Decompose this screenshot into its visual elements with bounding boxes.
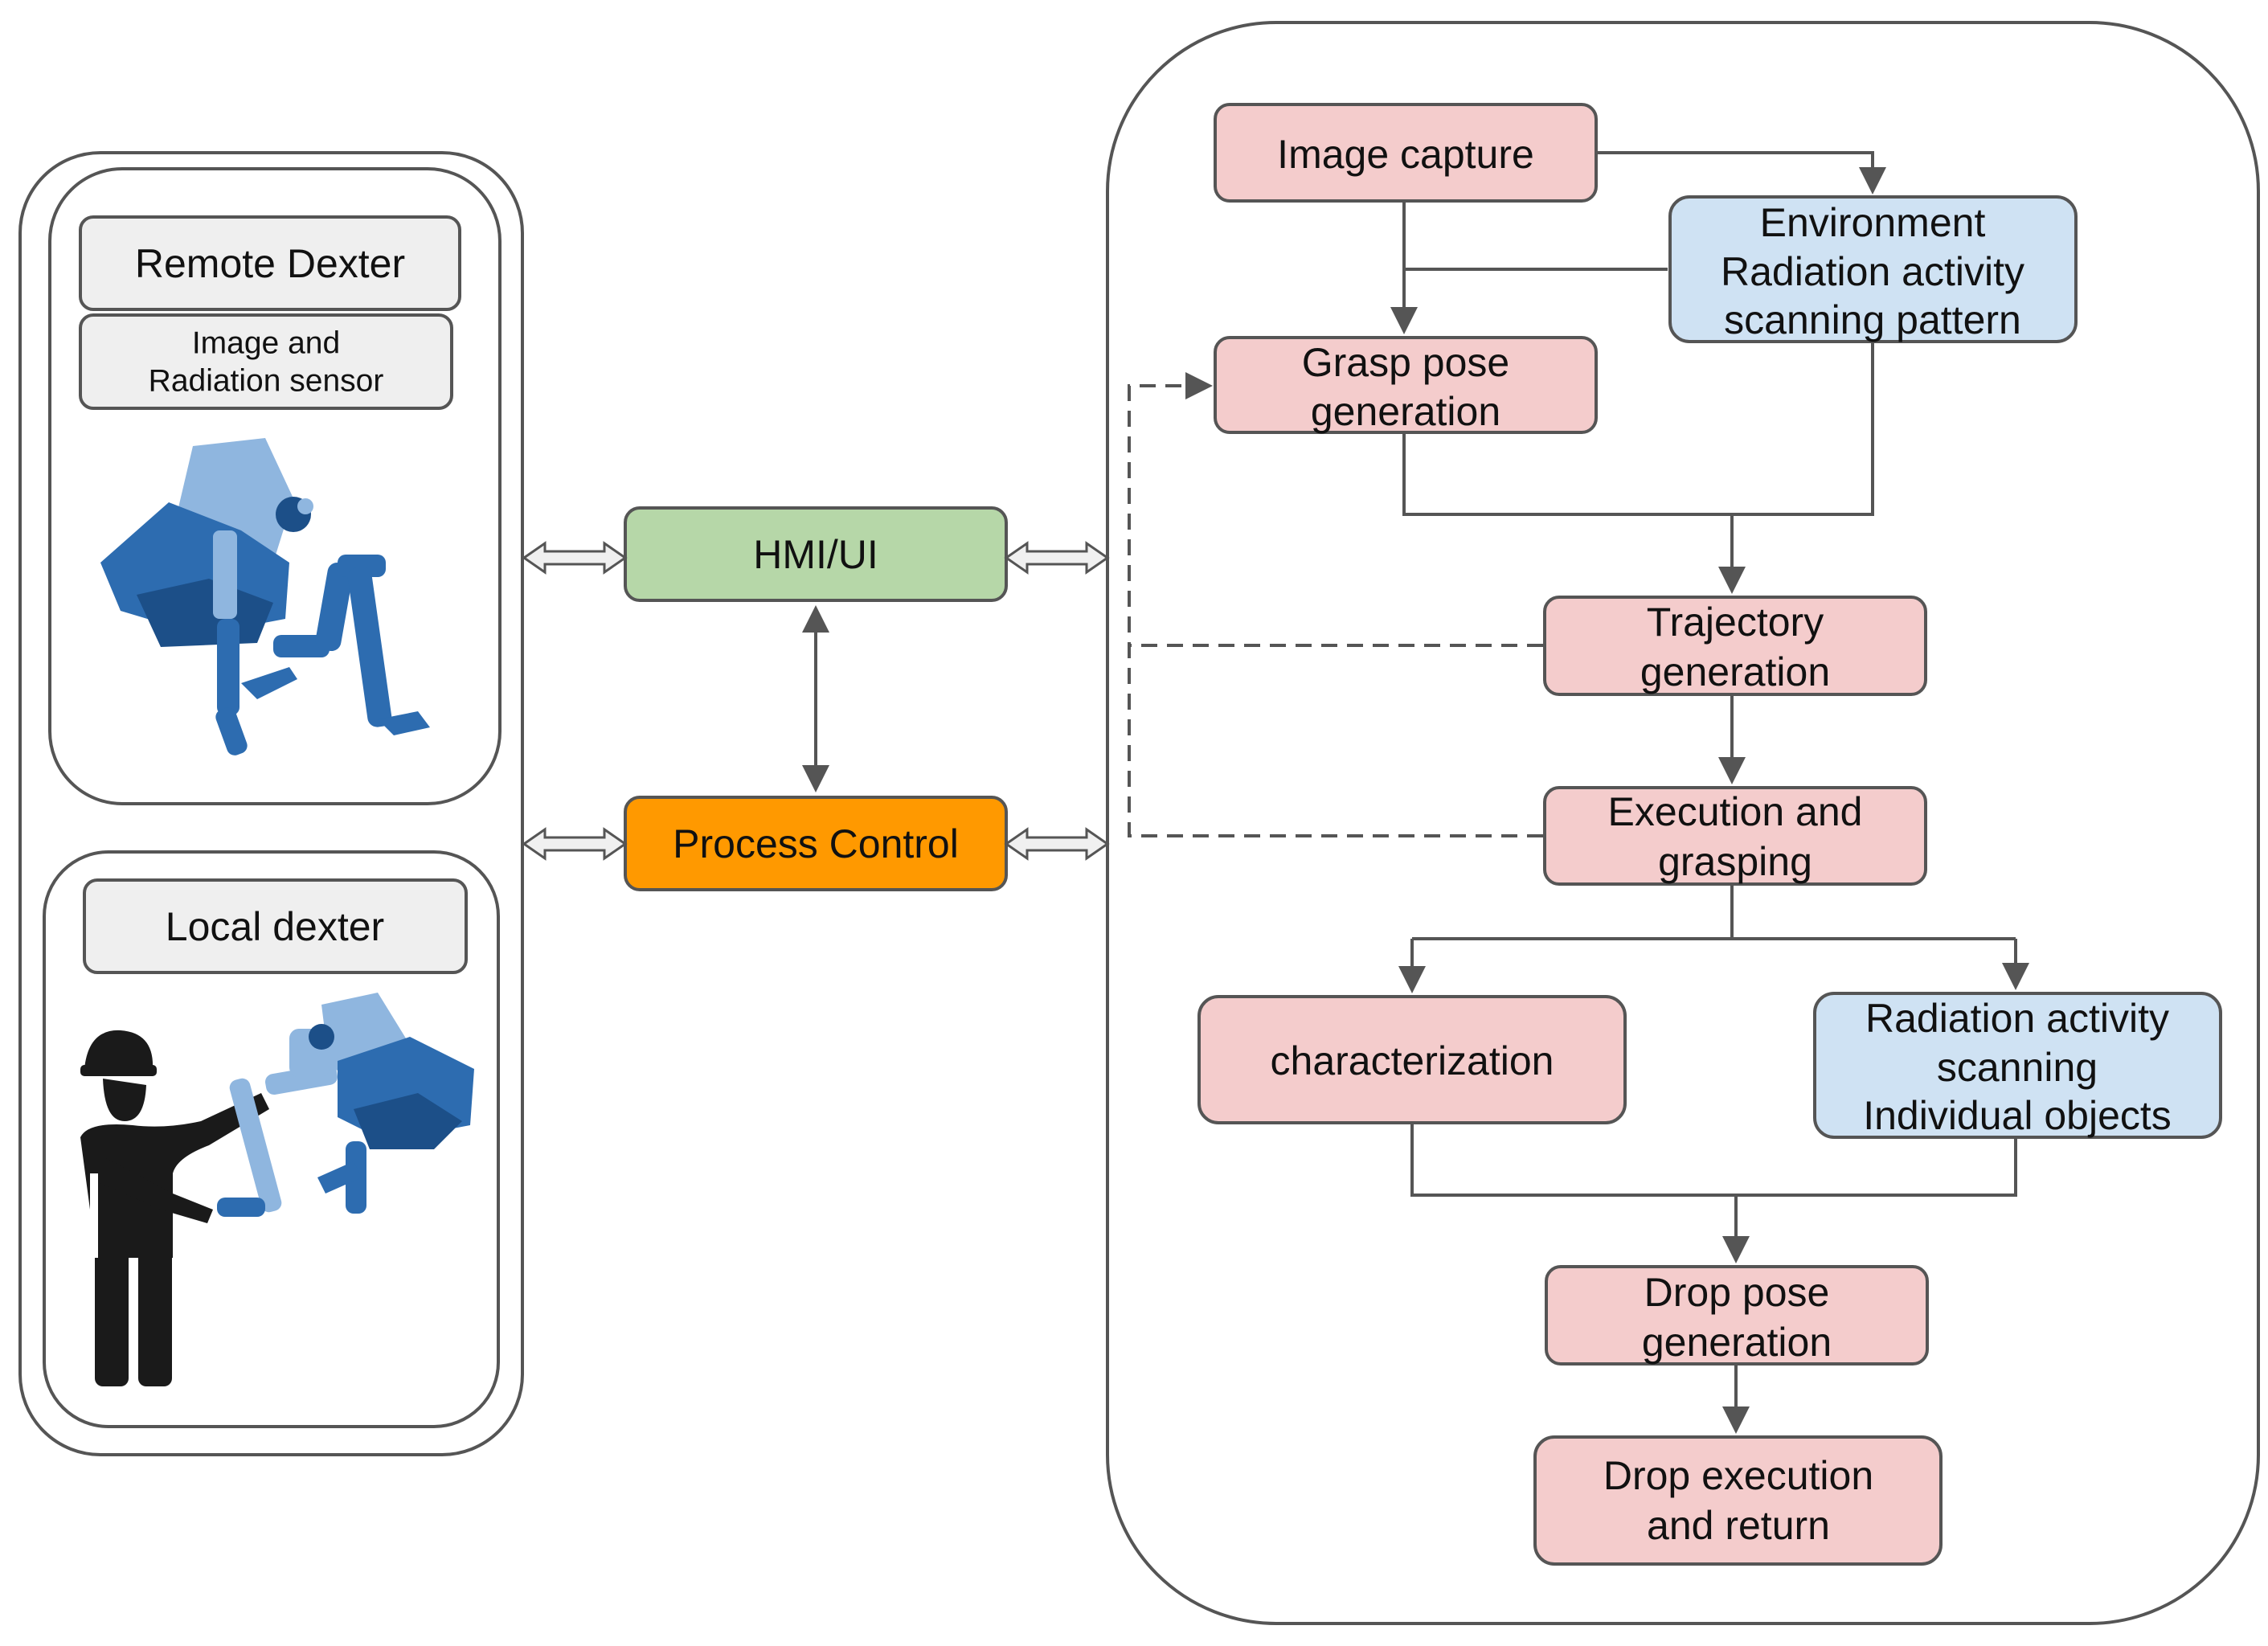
execution-grasping-box [1543, 786, 1927, 886]
execution-label-line1: Execution and [1608, 789, 1863, 834]
environment-label-line1: Environment [1760, 200, 1986, 245]
grasp-pose-label-line2: generation [1311, 389, 1500, 434]
remote-dexter-title: Remote Dexter [135, 241, 405, 286]
drop-pose-box [1545, 1265, 1929, 1366]
trajectory-box [1543, 596, 1927, 696]
workflow-connectors [1390, 151, 2029, 1434]
remote-robot-icon [100, 438, 430, 755]
environment-label-line2: Radiation activity [1721, 249, 2024, 294]
hmi-ui-label: HMI/UI [753, 532, 878, 577]
grasp-pose-label-line1: Grasp pose [1302, 340, 1509, 385]
radiation-objects-label-line1: Radiation activity [1865, 996, 2169, 1041]
sensor-label-line1: Image and [192, 326, 340, 361]
process-control-label: Process Control [673, 821, 959, 866]
environment-label-line3: scanning pattern [1724, 297, 2021, 342]
local-dexter-title: Local dexter [166, 904, 384, 949]
local-robot-icon [217, 993, 474, 1217]
drop-pose-label-line1: Drop pose [1644, 1270, 1830, 1315]
image-capture-label: Image capture [1277, 132, 1534, 177]
drop-execution-box [1533, 1435, 1943, 1566]
local-dexter-panel [43, 850, 500, 1428]
left-outer-panel [18, 151, 524, 1456]
trajectory-label-line1: Trajectory [1647, 600, 1824, 645]
remote-dexter-title-box [79, 215, 461, 311]
sensor-box [79, 313, 453, 410]
hmi-ui-box [624, 506, 1008, 602]
radiation-objects-label-line2: scanning [1937, 1045, 2098, 1090]
local-dexter-title-box [83, 878, 468, 974]
feedback-dashed-lines [1128, 372, 1543, 837]
remote-dexter-panel [48, 167, 501, 805]
environment-scan-box [1668, 195, 2078, 343]
sensor-label-line2: Radiation sensor [149, 364, 384, 399]
drop-execution-label-line2: and return [1647, 1503, 1830, 1548]
drop-pose-label-line2: generation [1642, 1320, 1832, 1365]
radiation-objects-label-line3: Individual objects [1863, 1093, 2172, 1138]
workflow-panel [1106, 21, 2260, 1625]
characterization-box [1197, 995, 1627, 1124]
grasp-pose-box [1214, 336, 1598, 434]
characterization-label: characterization [1271, 1038, 1554, 1083]
trajectory-label-line2: generation [1640, 649, 1830, 694]
image-capture-box [1214, 103, 1598, 203]
worker-icon [80, 1030, 269, 1386]
drop-execution-label-line1: Drop execution [1603, 1453, 1873, 1498]
execution-label-line2: grasping [1658, 839, 1812, 884]
radiation-objects-box [1813, 992, 2222, 1139]
